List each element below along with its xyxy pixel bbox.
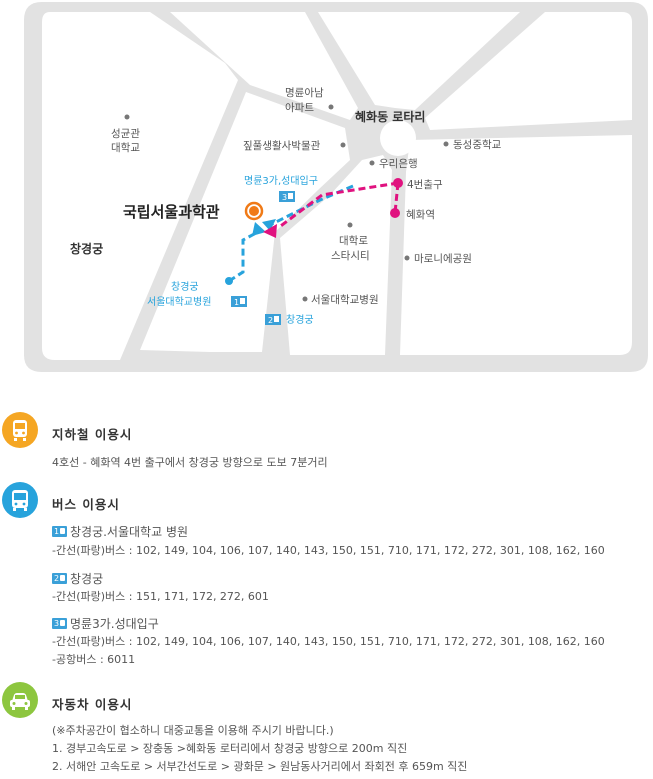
label-marronnier: 마로니에공원 <box>414 253 472 265</box>
subway-route-arrow <box>263 224 277 238</box>
label-daehakro-1: 대학로 <box>339 235 368 247</box>
car-line-1: (※주차공간이 협소하니 대중교통을 이용해 주시기 바랍니다.) <box>52 724 334 737</box>
exit4-dot <box>393 178 403 188</box>
stop-badge-1: 1 <box>231 296 247 307</box>
label-snuh: 서울대학교병원 <box>311 294 379 306</box>
poi-dots <box>124 104 449 302</box>
label-exit4: 4번출구 <box>407 179 443 191</box>
svg-text:3: 3 <box>282 193 287 202</box>
label-jipul-museum: 짚풀생활사박물관 <box>243 139 321 152</box>
svg-text:1: 1 <box>234 298 239 307</box>
subway-line: 4호선 - 혜화역 4번 출구에서 창경궁 방향으로 도보 7분거리 <box>52 456 328 469</box>
label-hyehwa-rotary: 혜화동 로타리 <box>355 109 425 124</box>
label-hyehwa-station: 혜화역 <box>406 209 435 221</box>
label-sungkyunkwan-1: 성균관 <box>111 128 140 140</box>
label-stop1-1: 창경궁 <box>171 280 199 293</box>
bus-stop-2-line-1: -간선(파랑)버스 : 151, 171, 172, 272, 601 <box>52 590 269 603</box>
label-stop2: 창경궁 <box>286 313 314 326</box>
car-line-3: 2. 서해안 고속도로 > 서부간선도로 > 광화문 > 원남동사거리에서 좌회… <box>52 760 468 773</box>
subway-section: 지하철 이용시 4호선 - 혜화역 4번 출구에서 창경궁 방향으로 도보 7분… <box>0 412 653 472</box>
subway-route <box>277 181 400 230</box>
label-stop3: 명륜3가,성대입구 <box>244 174 318 187</box>
label-changgyeonggung: 창경궁 <box>70 241 103 256</box>
bus-route-arrow-2 <box>262 219 276 231</box>
venue-marker-core <box>249 206 259 216</box>
label-myeongnyun-apt-2: 아파트 <box>285 102 314 114</box>
stop-badge-3: 3 <box>279 191 295 202</box>
label-sungkyunkwan-2: 대학교 <box>111 142 140 154</box>
bus-stop-3-line-1: -간선(파랑)버스 : 102, 149, 104, 106, 107, 140… <box>52 635 605 648</box>
bus-icon <box>2 482 38 518</box>
car-line-2: 1. 경부고속도로 > 장충동 >혜화동 로터리에서 창경궁 방향으로 200m… <box>52 742 408 755</box>
stop-badge-2-text: 2 <box>52 573 67 584</box>
subway-title: 지하철 이용시 <box>52 427 133 442</box>
label-dongsung-school: 동성중학교 <box>453 139 502 151</box>
label-daehakro-2: 스타시티 <box>331 250 370 262</box>
stop-badge-2: 2 <box>265 314 281 325</box>
bus-stop-3-line-2: -공항버스 : 6011 <box>52 653 136 666</box>
bus-title: 버스 이용시 <box>52 497 120 512</box>
svg-text:2: 2 <box>268 316 273 325</box>
label-myeongnyun-apt-1: 명륜아남 <box>285 87 324 99</box>
car-icon <box>2 682 38 718</box>
car-title: 자동차 이용시 <box>52 697 133 712</box>
stop-badge-3-text: 3 <box>52 618 67 629</box>
label-stop1-2: 서울대학교병원 <box>147 296 211 308</box>
label-woori-bank: 우리은행 <box>379 158 418 170</box>
train-icon <box>2 412 38 448</box>
bus-start-dot <box>225 277 233 285</box>
hyehwa-station-dot <box>390 208 400 218</box>
location-map: 성균관 대학교 명륜아남 아파트 혜화동 로타리 동성중학교 짚풀생활사박물관 … <box>0 0 653 385</box>
bus-stop-1-line-1: -간선(파랑)버스 : 102, 149, 104, 106, 107, 140… <box>52 544 605 557</box>
bus-route-arrow-1 <box>252 222 266 236</box>
stop-badge-1-text: 1 <box>52 526 67 537</box>
label-venue: 국립서울과학관 <box>123 203 220 221</box>
car-section: 자동차 이용시 (※주차공간이 협소하니 대중교통을 이용해 주시기 바랍니다.… <box>0 682 653 777</box>
map-blocks <box>42 12 632 360</box>
